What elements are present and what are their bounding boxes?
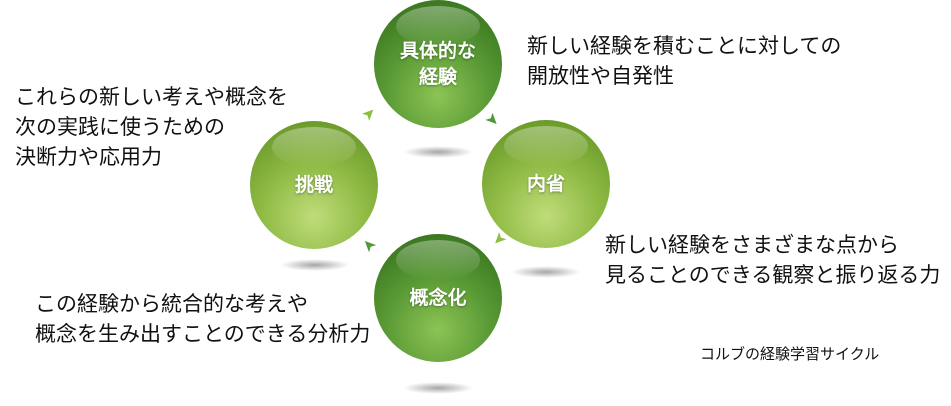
node-label: 具体的な 経験: [399, 40, 476, 88]
sphere-shadow: [403, 146, 473, 158]
text-line: 開放性や自発性: [527, 64, 674, 88]
sphere-shadow: [403, 382, 473, 394]
text-line: 新しい経験を積むことに対しての: [527, 34, 842, 58]
sphere-shadow: [511, 266, 581, 278]
node-challenge: 挑戦: [250, 121, 378, 249]
arrow-up-right-icon: ➤: [357, 102, 381, 125]
node-conceptualization: 概念化: [374, 234, 502, 362]
description-conceptualization: この経験から統合的な考えや 概念を生み出すことのできる分析力: [35, 289, 370, 349]
text-line: 新しい経験をさまざまな点から: [605, 233, 899, 257]
description-experience: 新しい経験を積むことに対しての 開放性や自発性: [527, 31, 841, 91]
text-line: 決断力や応用力: [15, 145, 162, 169]
node-label: 挑戦: [294, 174, 333, 196]
node-concrete-experience: 具体的な 経験: [374, 0, 502, 128]
node-label: 内省: [526, 173, 565, 195]
node-reflection: 内省: [482, 120, 610, 248]
text-line: 概念を生み出すことのできる分析力: [35, 322, 371, 346]
arrow-up-left-icon: ➤: [357, 234, 381, 257]
arrow-down-right-icon: ➤: [481, 108, 505, 131]
text-line: 見ることのできる観察と振り返る力: [605, 263, 941, 287]
text-line: 次の実践に使うための: [15, 115, 225, 139]
node-label: 概念化: [409, 287, 467, 309]
text-line: この経験から統合的な考えや: [35, 292, 308, 316]
description-reflection: 新しい経験をさまざまな点から 見ることのできる観察と振り返る力: [605, 230, 940, 290]
text-line: これらの新しい考えや概念を: [15, 85, 288, 109]
sphere-shadow: [280, 259, 350, 271]
description-challenge: これらの新しい考えや概念を 次の実践に使うための 決断力や応用力: [15, 82, 288, 172]
caption: コルブの経験学習サイクル: [700, 345, 880, 363]
